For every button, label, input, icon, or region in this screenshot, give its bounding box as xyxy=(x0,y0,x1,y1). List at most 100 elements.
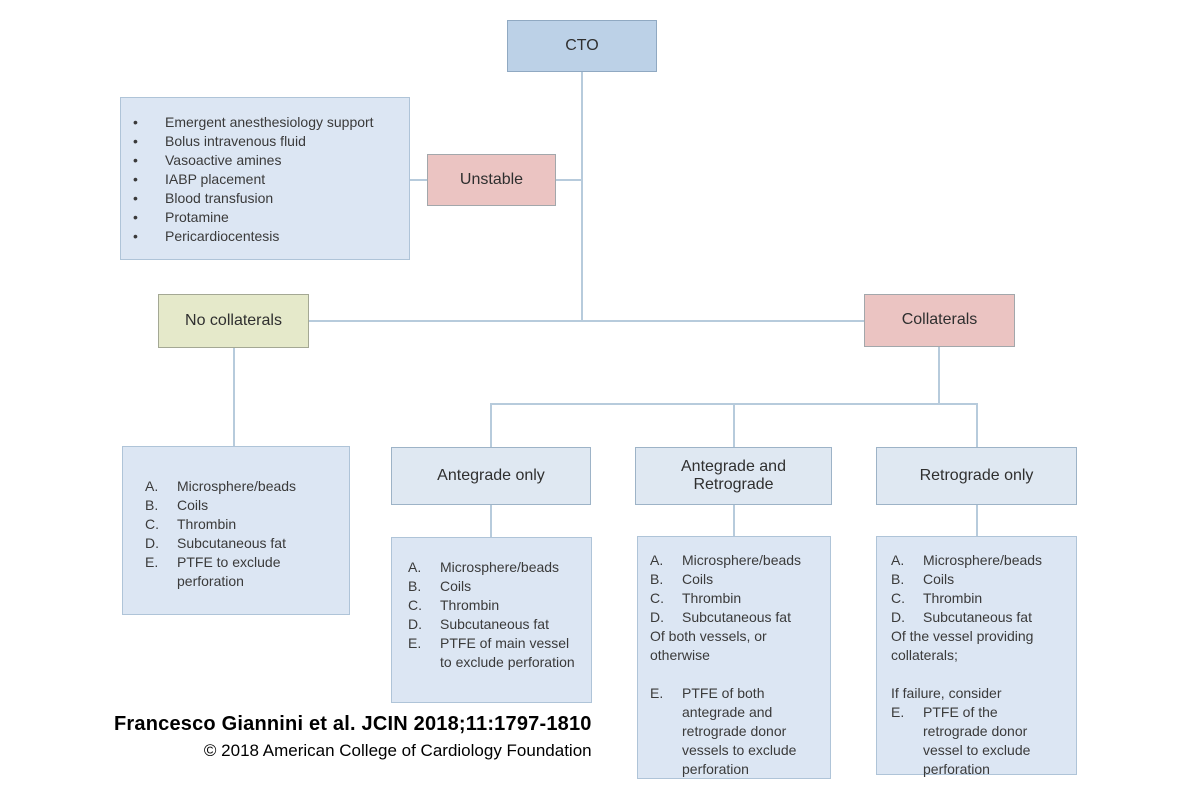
item-marker: • xyxy=(133,171,138,187)
list-item: D. Subcutaneous fat xyxy=(891,608,1066,627)
node-label: CTO xyxy=(565,36,599,54)
item-text: Coils xyxy=(440,578,472,594)
list-item: • Protamine xyxy=(133,208,399,227)
connector-unstable-trunk xyxy=(556,179,582,181)
item-text: Thrombin xyxy=(177,516,237,532)
item-text: Microsphere/beads xyxy=(177,478,297,494)
item-text: Protamine xyxy=(165,209,229,225)
item-text: Coils xyxy=(923,571,955,587)
panel-no-collaterals-options: A. Microsphere/beads B. Coils C. Thrombi… xyxy=(122,446,350,615)
item-marker: D. xyxy=(408,616,422,632)
item-marker: A. xyxy=(408,559,422,575)
panel-antegrade-only-options: A. Microsphere/beads B. Coils C. Thrombi… xyxy=(391,537,592,703)
item-text: Coils xyxy=(682,571,714,587)
list-item: A. Microsphere/beads xyxy=(408,558,579,577)
node-retrograde-only: Retrograde only xyxy=(876,447,1077,505)
connector-collaterals-branch xyxy=(938,347,940,404)
item-marker: E. xyxy=(891,704,905,720)
item-marker: C. xyxy=(650,590,664,606)
node-label: No collaterals xyxy=(185,311,282,329)
connector-cto-trunk xyxy=(581,72,583,321)
item-marker: E. xyxy=(145,554,159,570)
item-text: Thrombin xyxy=(923,590,983,606)
node-label: Antegrade and Retrograde xyxy=(681,457,786,493)
connector-measures-unstable xyxy=(410,179,427,181)
list-item: B. Coils xyxy=(891,570,1066,589)
item-marker: A. xyxy=(145,478,159,494)
item-marker: B. xyxy=(891,571,905,587)
list-item xyxy=(650,665,820,684)
node-antegrade-only: Antegrade only xyxy=(391,447,591,505)
list-item: D. Subcutaneous fat xyxy=(145,534,339,553)
item-marker: E. xyxy=(650,685,664,701)
list-item: • Emergent anesthesiology support xyxy=(133,113,399,132)
list-item: • Blood transfusion xyxy=(133,189,399,208)
list-item: A. Microsphere/beads xyxy=(145,477,339,496)
node-label: Collaterals xyxy=(901,311,978,329)
list-item: A. Microsphere/beads xyxy=(891,551,1066,570)
list-item: C. Thrombin xyxy=(650,589,820,608)
item-text: Subcutaneous fat xyxy=(177,535,286,551)
list-item: C. Thrombin xyxy=(145,515,339,534)
item-marker: D. xyxy=(145,535,159,551)
item-marker: • xyxy=(133,152,138,168)
item-marker: B. xyxy=(145,497,159,513)
list-item: D. Subcutaneous fat xyxy=(408,615,579,634)
list-item: C. Thrombin xyxy=(891,589,1066,608)
citation-reference: Francesco Giannini et al. JCIN 2018;11:1… xyxy=(114,713,592,735)
connector-branch-anteretro xyxy=(733,403,735,447)
connector-branch-antegrade xyxy=(490,403,492,447)
item-text: Thrombin xyxy=(440,597,500,613)
item-text: Blood transfusion xyxy=(165,190,274,206)
node-label: Retrograde only xyxy=(919,466,1034,484)
list-item: Of both vessels, or otherwise xyxy=(650,627,820,665)
connector-nocollaterals-options xyxy=(233,348,235,446)
item-text: Emergent anesthesiology support xyxy=(165,114,374,130)
list-item: • IABP placement xyxy=(133,170,399,189)
item-text: PTFE of the retrograde donor vessel to e… xyxy=(923,704,1031,777)
item-text: Bolus intravenous fluid xyxy=(165,133,306,149)
item-marker: D. xyxy=(650,609,664,625)
node-label: Antegrade only xyxy=(437,466,545,484)
list-item: • Vasoactive amines xyxy=(133,151,399,170)
item-text: Subcutaneous fat xyxy=(682,609,791,625)
item-text: Coils xyxy=(177,497,209,513)
item-marker: C. xyxy=(145,516,159,532)
panel-retrograde-only-options: A. Microsphere/beads B. Coils C. Thrombi… xyxy=(876,536,1077,777)
citation-copyright: © 2018 American College of Cardiology Fo… xyxy=(203,741,592,760)
list-item: • Pericardiocentesis xyxy=(133,227,399,246)
list-item: B. Coils xyxy=(145,496,339,515)
connector-antegrade-options xyxy=(490,505,492,537)
item-text: Of the vessel providing collaterals; xyxy=(891,628,1034,663)
item-text: PTFE to exclude perforation xyxy=(177,554,281,589)
item-marker: • xyxy=(133,133,138,149)
connector-retrograde-options xyxy=(976,505,978,536)
connector-collaterals-split xyxy=(309,320,864,322)
list-item: E. PTFE of main vessel to exclude perfor… xyxy=(408,634,579,672)
list-item: E. PTFE of the retrograde donor vessel t… xyxy=(891,703,1066,779)
item-marker: B. xyxy=(650,571,664,587)
item-text: IABP placement xyxy=(165,171,266,187)
node-cto: CTO xyxy=(507,20,657,72)
node-unstable: Unstable xyxy=(427,154,556,206)
list-item: B. Coils xyxy=(650,570,820,589)
list-item: C. Thrombin xyxy=(408,596,579,615)
item-text: Microsphere/beads xyxy=(682,552,802,568)
list-item: E. PTFE to exclude perforation xyxy=(145,553,339,591)
item-marker: • xyxy=(133,209,138,225)
item-text: PTFE of both antegrade and retrograde do… xyxy=(682,685,797,777)
node-antegrade-retrograde: Antegrade and Retrograde xyxy=(635,447,832,505)
list-item: • Bolus intravenous fluid xyxy=(133,132,399,151)
item-text xyxy=(650,665,820,684)
list-item: E. PTFE of both antegrade and retrograde… xyxy=(650,684,820,779)
item-text: Subcutaneous fat xyxy=(440,616,549,632)
item-marker: • xyxy=(133,228,138,244)
item-marker: A. xyxy=(891,552,905,568)
item-text: If failure, consider xyxy=(891,685,1002,701)
item-text: Microsphere/beads xyxy=(440,559,560,575)
item-marker: D. xyxy=(891,609,905,625)
item-marker: B. xyxy=(408,578,422,594)
item-text: Vasoactive amines xyxy=(165,152,282,168)
item-marker: E. xyxy=(408,635,422,651)
